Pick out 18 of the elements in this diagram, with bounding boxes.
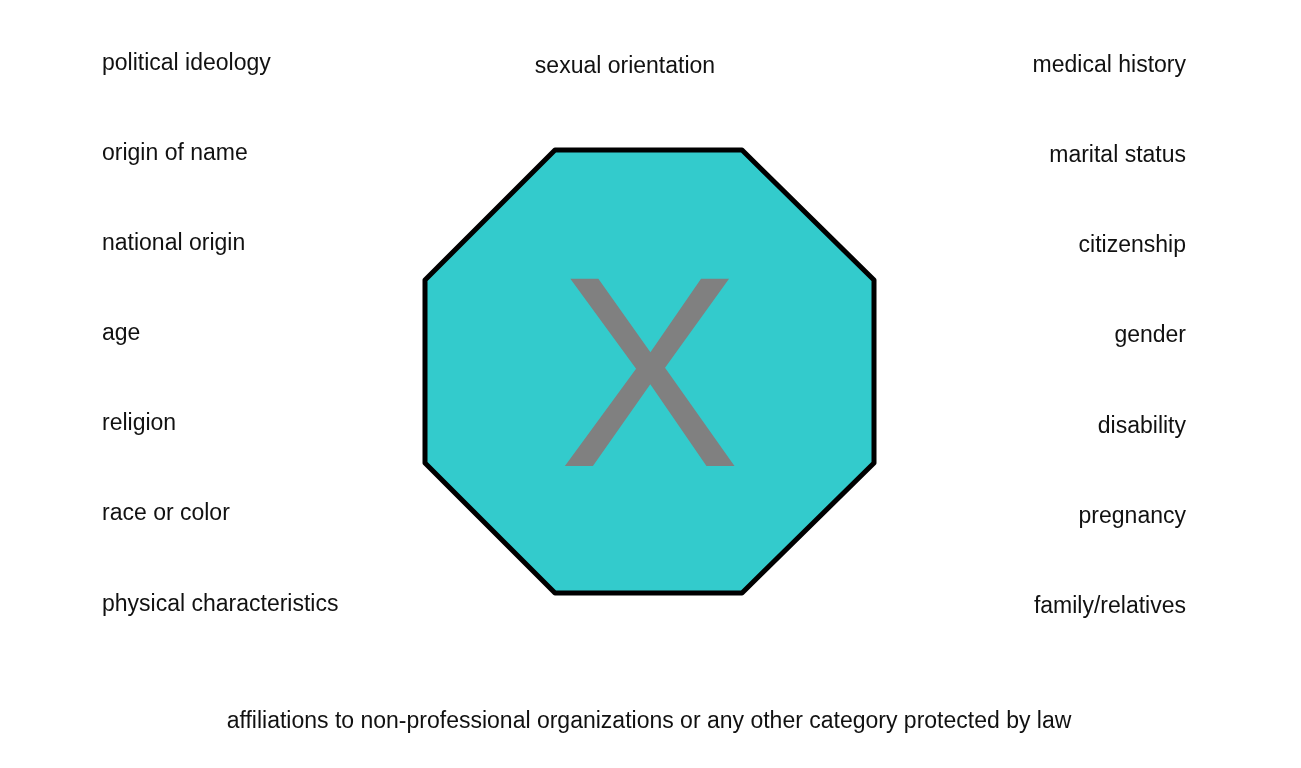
category-label: pregnancy [1078,502,1186,528]
category-label: religion [102,409,177,435]
category-label: age [102,319,141,345]
letter-x: X [558,264,741,479]
category-label: origin of name [102,139,248,165]
category-label: marital status [1049,141,1186,167]
category-label: sexual orientation [534,52,716,78]
category-label: citizenship [1078,231,1186,257]
octagon-sign [422,147,877,596]
category-label: race or color [102,499,230,525]
category-label: gender [1114,321,1186,347]
category-label: family/relatives [1033,592,1186,618]
category-label: political ideology [102,49,271,75]
category-label: disability [1097,412,1186,438]
category-label: national origin [102,229,246,255]
category-label: medical history [1032,51,1186,77]
category-label: physical characteristics [102,590,339,616]
footnote-text: affiliations to non-professional organizations or any other category protected by law [226,707,1072,733]
